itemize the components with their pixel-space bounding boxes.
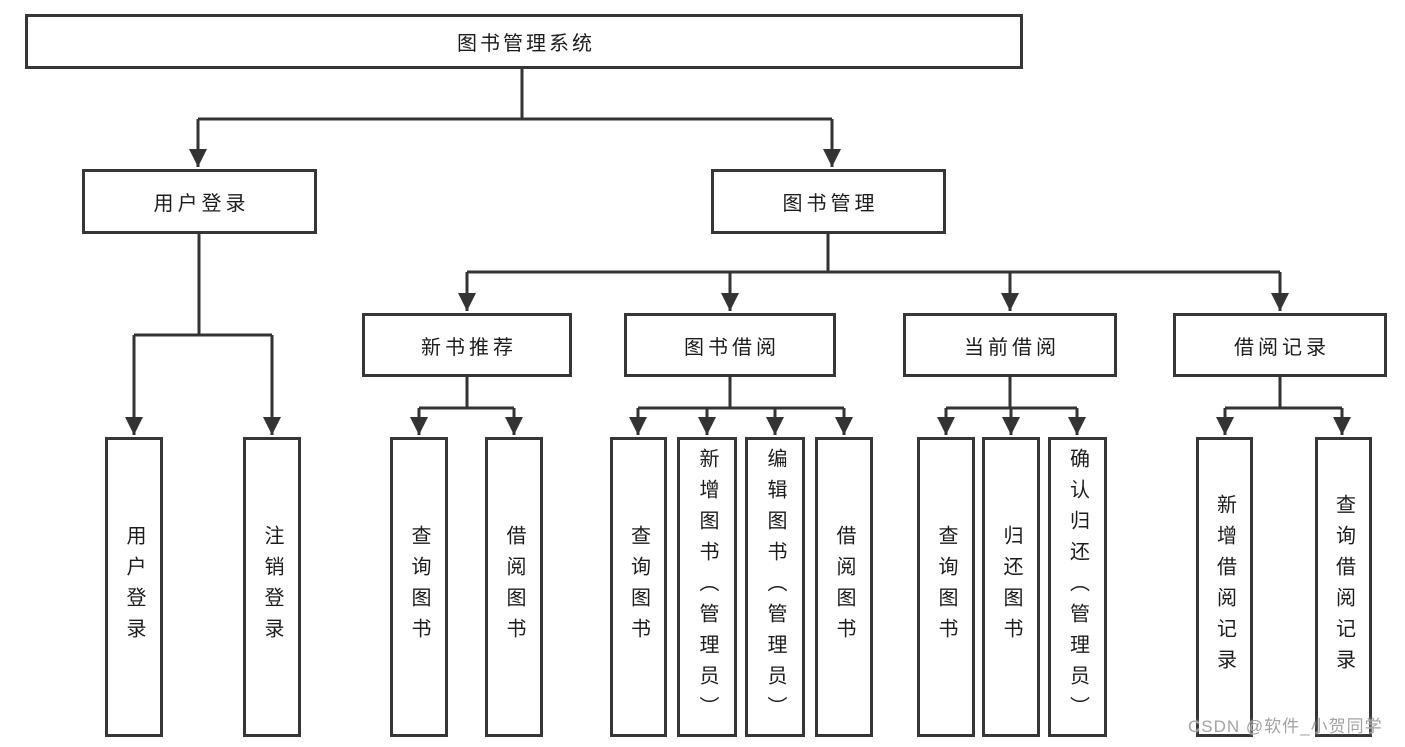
node-leaf-user-login-label: 用户登录 xyxy=(123,525,145,649)
node-book-management-label: 图书管理 xyxy=(782,193,879,215)
node-leaf-logout-label: 注销登录 xyxy=(261,525,283,649)
node-leaf-query-book-current-label: 查询图书 xyxy=(935,525,957,649)
node-leaf-confirm-return-admin: 确认归还（管理员） xyxy=(1048,437,1107,737)
node-leaf-add-borrow-record-label: 新增借阅记录 xyxy=(1213,494,1236,680)
node-leaf-query-borrow-record-label: 查询借阅记录 xyxy=(1332,494,1355,680)
node-current-borrowing-label: 当前借阅 xyxy=(964,336,1060,359)
node-leaf-query-book-borrowing: 查询图书 xyxy=(610,437,667,737)
node-leaf-borrow-book-label: 借阅图书 xyxy=(833,525,855,649)
node-leaf-borrow-book: 借阅图书 xyxy=(815,437,873,737)
node-leaf-edit-book-admin: 编辑图书（管理员） xyxy=(745,437,805,737)
node-leaf-confirm-return-admin-label: 确认归还（管理员） xyxy=(1066,447,1089,727)
node-leaf-user-login: 用户登录 xyxy=(105,437,163,737)
node-leaf-query-book-current: 查询图书 xyxy=(917,437,975,737)
node-leaf-borrow-book-recommend-label: 借阅图书 xyxy=(503,525,525,649)
watermark-text: CSDN @软件_小贺同学 xyxy=(1188,717,1383,736)
node-library-system: 图书管理系统 xyxy=(25,14,1023,69)
node-leaf-query-book-borrowing-label: 查询图书 xyxy=(627,525,650,649)
node-leaf-logout: 注销登录 xyxy=(243,437,301,737)
node-new-book-recommend-label: 新书推荐 xyxy=(421,336,517,359)
node-user-login: 用户登录 xyxy=(82,169,317,234)
node-leaf-return-book: 归还图书 xyxy=(982,437,1040,737)
node-library-system-label: 图书管理系统 xyxy=(457,33,595,55)
node-borrowing-records: 借阅记录 xyxy=(1173,313,1387,377)
node-leaf-query-book-recommend-label: 查询图书 xyxy=(408,525,430,649)
node-leaf-borrow-book-recommend: 借阅图书 xyxy=(485,437,543,737)
node-borrowing-records-label: 借阅记录 xyxy=(1234,336,1330,359)
node-leaf-return-book-label: 归还图书 xyxy=(1000,525,1022,649)
node-leaf-add-borrow-record: 新增借阅记录 xyxy=(1196,437,1253,737)
node-new-book-recommend: 新书推荐 xyxy=(362,313,572,377)
node-book-borrowing: 图书借阅 xyxy=(624,313,836,377)
node-leaf-edit-book-admin-label: 编辑图书（管理员） xyxy=(764,447,786,727)
node-user-login-label: 用户登录 xyxy=(153,193,250,215)
node-current-borrowing: 当前借阅 xyxy=(903,313,1117,377)
node-leaf-add-book-admin-label: 新增图书（管理员） xyxy=(696,447,718,727)
node-book-management: 图书管理 xyxy=(711,169,946,234)
node-book-borrowing-label: 图书借阅 xyxy=(684,336,780,359)
node-leaf-query-book-recommend: 查询图书 xyxy=(390,437,448,737)
node-leaf-add-book-admin: 新增图书（管理员） xyxy=(677,437,737,737)
node-leaf-query-borrow-record: 查询借阅记录 xyxy=(1315,437,1372,737)
